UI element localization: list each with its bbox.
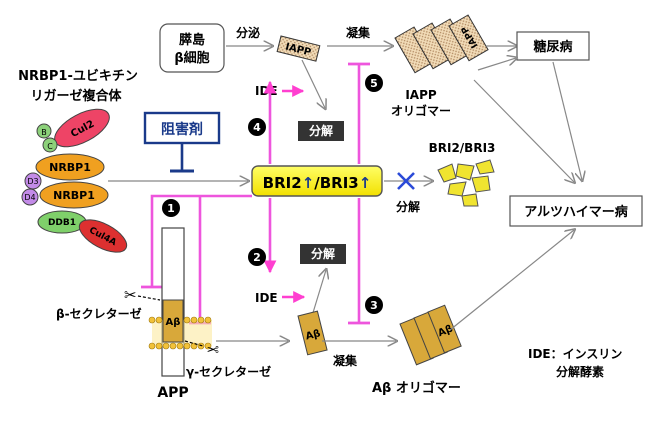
alzheimers-box (509, 195, 643, 227)
step-5-label: 5 (370, 77, 378, 90)
iapp-oligomer-stack: IAPP (394, 14, 489, 74)
abeta-stack-label: Aβ (437, 323, 455, 339)
elongin-b-label: B (41, 128, 47, 137)
ubiquitin-ligase-complex: Cul2 B C NRBP1 D3 D4 NRBP1 DDB1 Cul4A (21, 108, 128, 253)
degrade-mid-label: 分解 (311, 246, 335, 261)
islet-label-2: β細胞 (174, 50, 209, 66)
scissors-icon: ✂ (124, 286, 137, 304)
path1-line (150, 194, 252, 286)
step-4-badge (248, 118, 266, 136)
abeta-in-app (162, 299, 184, 343)
beta-cut-line (137, 295, 161, 301)
abeta-oligomer-stack: Aβ (399, 304, 462, 366)
bri-label: BRI2↑/BRI3↑ (263, 174, 372, 192)
d3-label: D3 (27, 177, 38, 186)
degrade-top-box (298, 121, 344, 141)
aggregation-bottom-label: 凝集 (333, 353, 358, 368)
elongin-b (36, 123, 52, 139)
ide-top-label: IDE (255, 84, 278, 98)
islet-label: 膵島 (179, 32, 205, 48)
gamma-cut-line (184, 340, 204, 347)
iapp-to-diabetes-arrow (477, 58, 516, 71)
abeta-free: Aβ (297, 310, 328, 356)
step-3-badge (365, 296, 383, 314)
diabetes-to-ad-arrow (552, 61, 582, 180)
ide-bottom-label: IDE (255, 291, 278, 305)
step-3-label: 3 (370, 299, 378, 312)
nrbp1-upper-label: NRBP1 (49, 161, 91, 174)
iapp-oligomer-label: IAPP (405, 88, 437, 102)
cross-icon (397, 172, 415, 190)
gamma-secretase-label: γ-セクレターゼ (186, 364, 271, 379)
inhibitor-label: 阻害剤 (161, 121, 203, 138)
bri2-up-arrow: ↑ (302, 174, 315, 192)
abeta-to-ad-arrow (449, 230, 574, 331)
iapp-monomer: IAPP (276, 35, 321, 62)
iapp-oligomer-label-2: オリゴマー (391, 103, 451, 118)
step-1-label: 1 (167, 202, 175, 215)
iapp-degrade-arrow (301, 59, 325, 108)
nrbp1-lower (39, 181, 109, 209)
alzheimers-label: アルツハイマー病 (524, 204, 628, 220)
iapp-to-ad-arrow (473, 79, 574, 182)
step-4-label: 4 (253, 121, 261, 134)
step-1-badge (162, 199, 180, 217)
step-2-label: 2 (253, 251, 261, 264)
diabetes-label: 糖尿病 (533, 39, 572, 55)
bri-fragments (437, 159, 495, 207)
inhibitor-box (143, 111, 221, 145)
bri3-text: /BRI3 (314, 174, 358, 192)
abeta-free-label: Aβ (305, 328, 322, 342)
scissors-icon-gamma: ✂ (206, 340, 219, 358)
diabetes-box (516, 31, 590, 61)
step-5-badge (365, 74, 383, 92)
bri-fragments-label: BRI2/BRI3 (429, 141, 496, 155)
bri3-up-arrow: ↑ (359, 174, 372, 192)
nrbp1-complex-label-2: リガーゼ複合体 (30, 88, 122, 104)
nrbp1-upper (35, 153, 105, 181)
app-label: APP (157, 385, 188, 401)
cul4a-shape (78, 219, 128, 253)
abeta-degrade-arrow (311, 270, 326, 317)
step-2-badge (248, 248, 266, 266)
secretion-label: 分泌 (236, 25, 260, 40)
nrbp1-lower-label: NRBP1 (53, 189, 95, 202)
elongin-c (42, 137, 58, 153)
d4-shape (21, 188, 39, 206)
degrade-mid-box (300, 244, 346, 264)
bri2-text: BRI2 (263, 174, 302, 192)
elongin-c-label: C (47, 142, 53, 151)
nrbp1-complex-label: NRBP1-ユビキチン (18, 68, 138, 84)
bri-box (251, 165, 383, 197)
ddb1-label: DDB1 (48, 218, 76, 228)
degrade-top-label: 分解 (309, 123, 333, 138)
islet-box (159, 23, 225, 73)
degrade-right-label: 分解 (396, 199, 420, 214)
abeta-oligomer-label: Aβ オリゴマー (372, 380, 461, 396)
beta-secretase-label: β-セクレターゼ (56, 306, 142, 321)
ide-legend-2: 分解酵素 (556, 364, 604, 379)
d4-label: D4 (24, 193, 35, 202)
ide-legend: IDE：インスリン (528, 347, 622, 361)
d3-shape (24, 172, 42, 190)
abeta-app-label: Aβ (166, 317, 181, 328)
aggregation-top-label: 凝集 (346, 25, 371, 40)
